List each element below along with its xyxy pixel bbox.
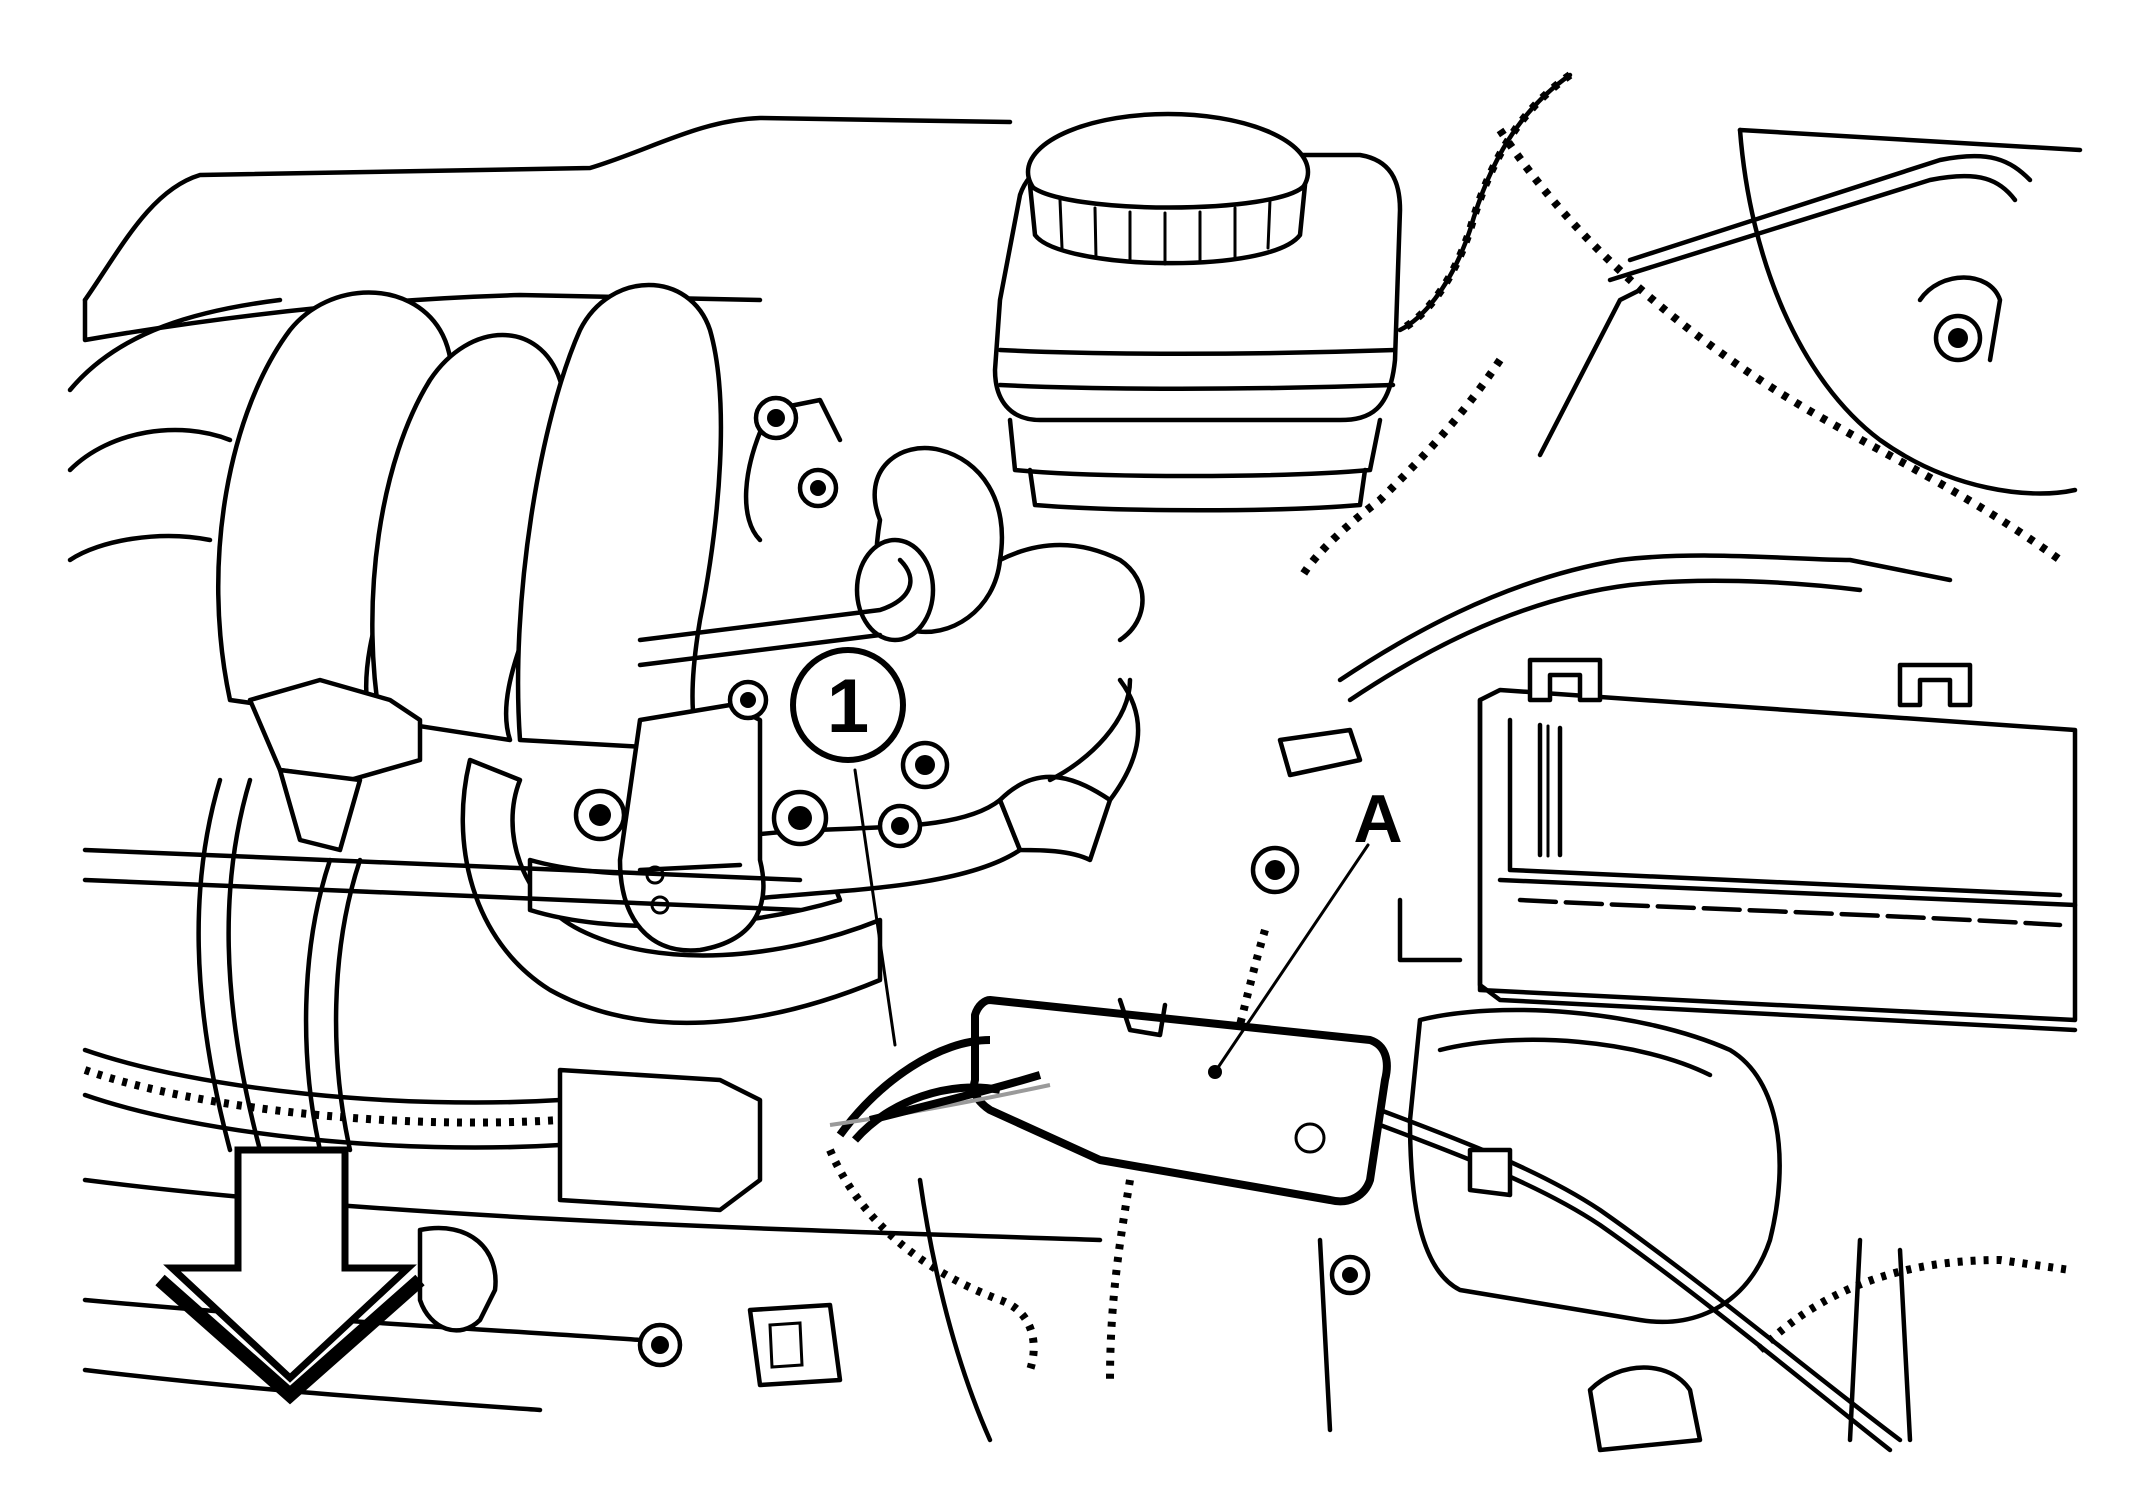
down-arrow-icon xyxy=(155,1146,425,1405)
component-a-module xyxy=(969,996,1391,1206)
valve-body xyxy=(247,677,766,953)
callout-a: A xyxy=(1353,781,1402,857)
bolt xyxy=(797,467,839,509)
air-filter-box xyxy=(1397,657,2078,1033)
callout-1: 1 xyxy=(790,647,906,763)
intake-manifold xyxy=(67,115,1013,753)
callout-leaders xyxy=(853,768,1370,1079)
brake-booster xyxy=(1737,127,2083,496)
bolt xyxy=(753,395,799,441)
bolt xyxy=(877,803,923,849)
mid-right-lines xyxy=(1377,1107,1903,1453)
bolt xyxy=(727,679,769,721)
component-1-wires xyxy=(829,1036,1051,1143)
mounting-bolts xyxy=(573,395,1371,1368)
callout-a-label: A xyxy=(1353,781,1402,857)
bolt xyxy=(573,788,627,842)
master-cylinder xyxy=(743,397,1145,643)
lower-engine-details xyxy=(82,1007,1913,1453)
bolt xyxy=(637,1322,683,1368)
upper-wiring-harness xyxy=(1296,71,2063,582)
reservoir-cap xyxy=(1025,111,1311,266)
bolt xyxy=(1250,845,1300,895)
bolt xyxy=(1329,1254,1371,1296)
lower-wiring-harness xyxy=(82,777,2071,1381)
callout-1-label: 1 xyxy=(827,664,869,749)
bolt xyxy=(771,789,829,847)
bolt xyxy=(900,740,950,790)
